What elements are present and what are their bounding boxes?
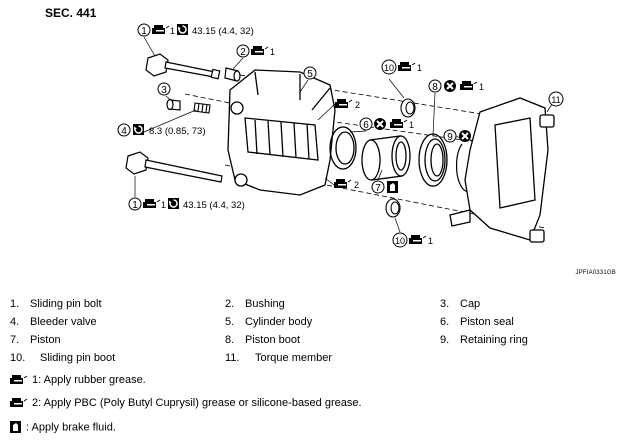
callout-1-bottom: 1 1 43.15 (4.4, 32) [128,197,245,211]
legend-item: 7.Piston [10,334,61,346]
svg-text:1: 1 [161,200,166,210]
legend-item: 6.Piston seal [440,316,514,328]
svg-text:1: 1 [417,63,422,73]
svg-text:1: 1 [132,200,138,211]
brake-fluid-icon [387,181,398,193]
svg-text:1: 1 [428,236,433,246]
svg-text:1: 1 [479,82,484,92]
grease-icon [10,397,28,408]
piston-boot [418,133,448,187]
svg-text:2: 2 [354,180,359,190]
legend-item: 11.Torque member [225,352,333,364]
do-not-reuse-icon [443,79,457,93]
svg-text:2: 2 [355,100,360,110]
svg-text:9: 9 [447,132,453,143]
torque-wrench-icon [167,197,180,210]
callout-5: 5 2 2 [303,66,360,190]
cylinder-body [227,69,336,196]
svg-text:3: 3 [161,85,167,96]
legend-item: 3.Cap [440,298,481,310]
figure-code: JPFIA0331GB [575,270,616,276]
grease-icon [151,24,170,35]
bushing [224,67,241,82]
piston [361,135,411,181]
callout-4: 4 8.3 (0.85, 73) [117,123,206,137]
grease-icon [333,178,352,189]
torque-wrench-icon [176,23,189,36]
grease-icon [10,374,28,385]
sliding-pin-boot-top [400,98,416,118]
sliding-pin-bolt-top [145,53,221,80]
svg-text:2: 2 [240,47,246,58]
svg-text:1: 1 [141,26,147,37]
torque-member [449,97,555,243]
svg-text:11: 11 [551,95,560,105]
callout-1-top: 1 1 43.15 (4.4, 32) [137,23,254,37]
leader-lines [134,36,555,233]
svg-text:43.15 (4.4, 32): 43.15 (4.4, 32) [183,200,245,211]
svg-text:6: 6 [363,120,369,131]
svg-text:43.15 (4.4, 32): 43.15 (4.4, 32) [192,26,254,37]
callout-10-bottom: 10 1 [392,232,433,248]
svg-text:1: 1 [409,120,414,130]
legend-item: 1.Sliding pin bolt [10,298,102,310]
grease-icon [397,61,416,72]
grease-icon [408,234,427,245]
callout-11: 11 [548,91,564,107]
sliding-pin-bolt-bottom [125,151,223,183]
note-brake-fluid: : Apply brake fluid. [10,421,116,434]
svg-text:7: 7 [375,183,381,194]
do-not-reuse-icon [373,117,387,131]
grease-icon [142,198,161,209]
svg-text:1: 1 [170,26,175,36]
legend-item: 5.Cylinder body [225,316,313,328]
svg-text:8.3 (0.85, 73): 8.3 (0.85, 73) [149,126,206,137]
bleeder-valve [193,102,211,114]
legend-item: 4.Bleeder valve [10,316,97,328]
grease-icon [334,98,353,109]
do-not-reuse-icon [458,129,472,143]
brake-fluid-icon [10,421,21,433]
legend-item: 2.Bushing [225,298,285,310]
note-grease-1: 1: Apply rubber grease. [10,374,146,386]
section-title: SEC. 441 [45,6,97,20]
piston-seal [329,126,357,170]
svg-text:5: 5 [307,69,313,80]
svg-text:8: 8 [432,82,438,93]
grease-icon [389,118,408,129]
grease-icon [250,45,269,56]
sliding-pin-boot-bottom [385,198,401,218]
callout-7: 7 [371,180,398,194]
legend-item: 9.Retaining ring [440,334,528,346]
svg-text:10: 10 [395,236,405,246]
svg-text:1: 1 [270,47,275,57]
svg-text:10: 10 [384,63,394,73]
legend-item: 10.Sliding pin boot [10,352,116,364]
note-grease-2: 2: Apply PBC (Poly Butyl Cuprysil) greas… [10,397,362,409]
legend-item: 8.Piston boot [225,334,301,346]
exploded-view-drawing: 1 1 43.15 (4.4, 32) 2 1 3 4 8.3 (0.85, 7… [117,23,564,248]
callout-9: 9 [443,129,472,143]
callout-10-top: 10 1 [381,59,422,75]
cap [166,98,181,111]
callout-2: 2 1 [236,44,275,58]
torque-wrench-icon [132,123,145,136]
callout-8: 8 1 [428,79,484,93]
callout-6: 6 1 [359,117,414,131]
svg-text:4: 4 [121,126,127,137]
grease-icon [459,80,478,91]
callout-3: 3 [157,82,171,96]
